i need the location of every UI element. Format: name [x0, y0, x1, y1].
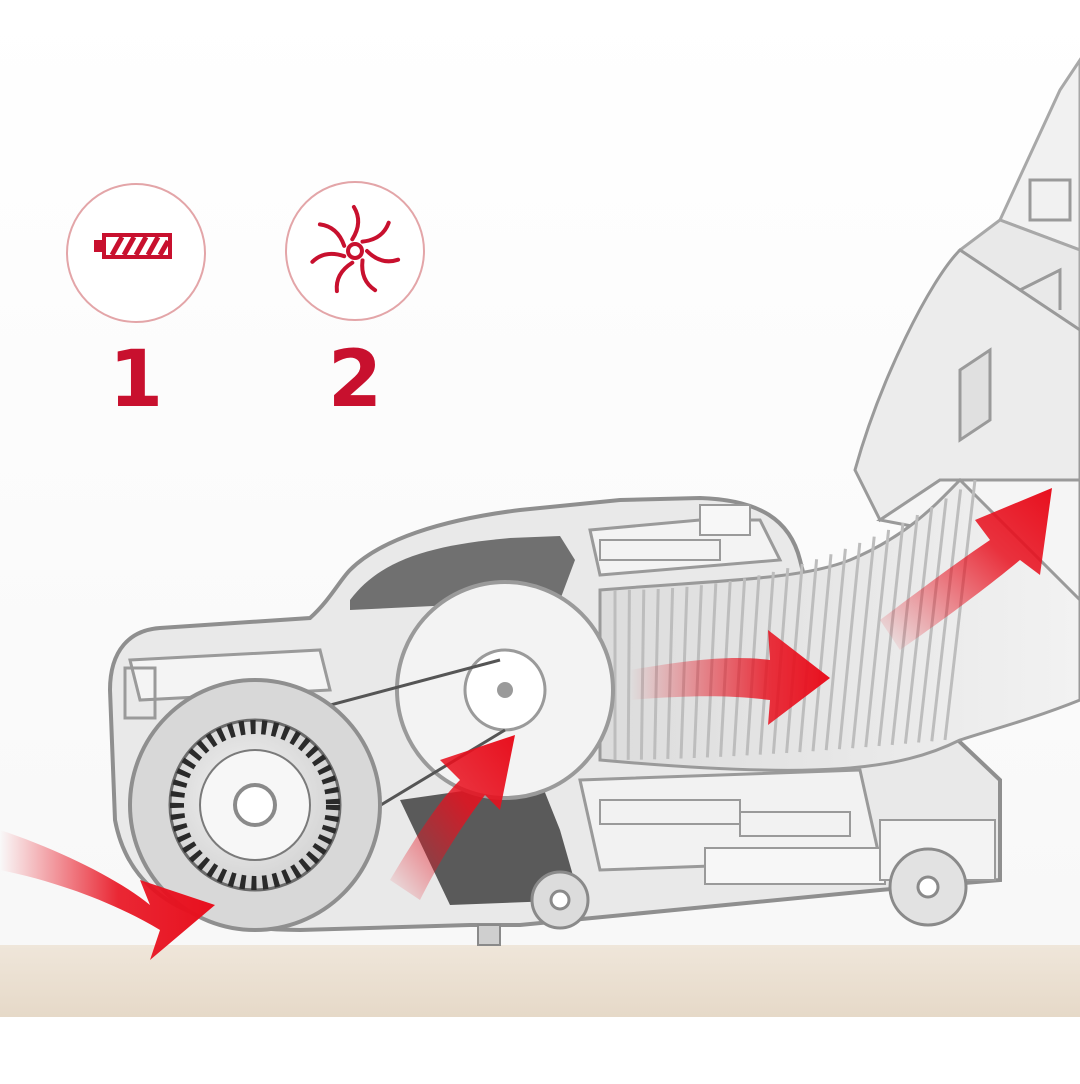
floor-nozzle-tab	[477, 924, 501, 946]
impeller-blade	[360, 220, 391, 244]
airflow-arrows	[0, 488, 1052, 960]
rear-wheel	[888, 847, 968, 927]
airflow-arrow-to-canister	[880, 488, 1052, 650]
feature-number-1: 1	[108, 335, 164, 425]
hose-rib	[851, 536, 876, 749]
airflow-arrow-through-hose	[630, 630, 830, 725]
impeller-blade	[334, 260, 355, 294]
brush-roll-icon	[94, 233, 172, 259]
impeller-blade	[310, 251, 347, 264]
airflow-arrow-brush-to-fan	[390, 735, 515, 900]
hose-rib	[798, 559, 819, 753]
impeller-blade	[360, 258, 378, 293]
feature-circle-1	[66, 183, 206, 323]
bottom-margin	[0, 1017, 1080, 1080]
feature-circle-2	[285, 181, 425, 321]
impeller-blade	[317, 222, 347, 248]
fan-impeller-icon	[310, 205, 401, 294]
hose-rib	[864, 529, 891, 748]
motor-fan-disc	[395, 580, 615, 800]
hose-rib	[943, 479, 977, 741]
airflow-arrow-intake	[0, 830, 215, 960]
impeller-blade	[365, 249, 401, 264]
feature-number-2: 2	[327, 335, 383, 425]
impeller-hub	[346, 242, 364, 260]
impeller-blade	[350, 205, 361, 242]
hose-rib	[824, 548, 847, 751]
front-small-wheel	[530, 870, 590, 930]
hose-rib	[626, 589, 631, 760]
brush-roller	[128, 678, 382, 932]
hose-rib	[837, 542, 862, 750]
floor	[0, 945, 1080, 1017]
hose-rib	[811, 554, 833, 752]
